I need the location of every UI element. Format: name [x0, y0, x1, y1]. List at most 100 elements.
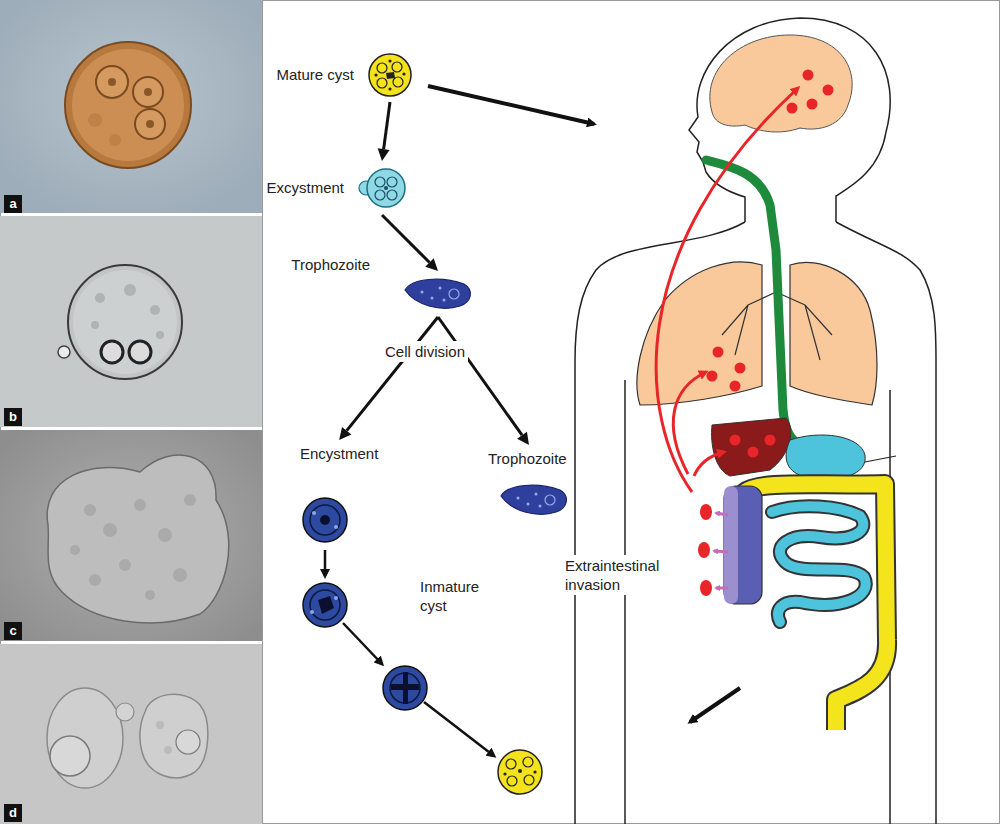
- stage-name: Excystment: [266, 179, 344, 197]
- invasion-label: Extraintestinal invasion: [562, 555, 692, 595]
- cyst-chain: [424, 702, 494, 756]
- mature-cyst-icon: [393, 77, 403, 87]
- photo-panel-a: [135, 109, 165, 139]
- cecum: [700, 504, 712, 520]
- photo-panel-d: [0, 644, 262, 824]
- arrow-line: [382, 215, 430, 263]
- flow-arrow: [378, 102, 390, 161]
- photo-panel-a: [133, 77, 163, 107]
- cyst-chain: [523, 757, 533, 767]
- brain: [710, 35, 852, 132]
- transmission-arrow: [428, 86, 740, 722]
- cyst-chain: [383, 666, 427, 710]
- cyst-chain: [310, 610, 314, 614]
- process-label: Cell division: [382, 341, 468, 362]
- flow-arrow: [438, 317, 529, 445]
- photo-panel-a: [0, 0, 262, 213]
- arrow-line: [347, 317, 438, 431]
- photo-panel-a: [72, 49, 184, 161]
- photo-panel-a: [146, 120, 154, 128]
- stage-label: Inmature cyst: [420, 577, 494, 615]
- photo-panel-a: [88, 113, 102, 127]
- brain: [787, 103, 798, 114]
- photo-panel-a: [144, 88, 152, 96]
- cyst-chain: [318, 596, 334, 614]
- trophozoite-icon: [535, 493, 538, 496]
- trophozoite-icon: [498, 482, 570, 518]
- human-body: [575, 18, 936, 824]
- cecum: [698, 486, 762, 604]
- flow-arrow: [339, 317, 438, 440]
- arrow-line: [438, 317, 522, 435]
- cyst-chain: [506, 759, 516, 769]
- photo-panel-c: [47, 455, 229, 623]
- cecum: [724, 486, 762, 604]
- stomach: [786, 435, 896, 479]
- photo-panel-b: [150, 305, 160, 315]
- photo-panel-b: [0, 216, 262, 427]
- lungs: [707, 371, 718, 382]
- trophozoite-icon: [405, 279, 470, 308]
- cyst-chain: [391, 672, 419, 704]
- photo-panel-d: [0, 644, 262, 824]
- photo-panel-c: [89, 574, 101, 586]
- trophozoite-icon: [431, 297, 434, 300]
- liver: [712, 418, 791, 476]
- invasion-arrows: [656, 88, 798, 492]
- photo-panel-c: [70, 545, 80, 555]
- cyst-chain: [524, 775, 534, 785]
- photo-panel-b: [58, 346, 70, 358]
- photo-panel-d: [164, 746, 172, 754]
- excystment-icon: [358, 166, 406, 210]
- small-intestine: [772, 506, 866, 622]
- encysting-cell-icon: [302, 497, 348, 543]
- stomach: [786, 435, 865, 479]
- human-body: [689, 18, 890, 222]
- photo-panel-a: [0, 0, 262, 213]
- cyst-chain: [303, 583, 347, 627]
- mature-cyst-icon: [374, 73, 377, 76]
- mature-cyst-icon: [388, 59, 391, 62]
- photo-panel-b: [95, 293, 105, 303]
- lungs: [790, 262, 877, 405]
- arrow-head: [517, 432, 529, 445]
- panel-letter: b: [4, 408, 22, 426]
- transmission-arrow: [690, 688, 740, 722]
- excystment-icon: [384, 186, 388, 190]
- trophozoite-icon: [439, 287, 442, 290]
- photo-panel-c: [0, 430, 262, 641]
- cyst-chain: [498, 750, 542, 794]
- invasion-arrows: [656, 88, 798, 492]
- trophozoite-icon: [539, 505, 542, 508]
- trophozoite-icon: [527, 503, 530, 506]
- cecum: [724, 486, 738, 604]
- esophagus: [706, 160, 802, 446]
- liver: [748, 447, 759, 458]
- encystment-stage: Encystment: [300, 445, 378, 543]
- cyst-chain: [343, 623, 382, 664]
- photo-panel-d: [176, 730, 200, 754]
- panel-letter: d: [4, 804, 22, 822]
- lungs: [730, 381, 741, 392]
- photo-panel-b: [124, 284, 136, 296]
- human-body: [624, 380, 626, 824]
- encysting-cell-icon: [303, 498, 347, 542]
- trophozoite-stage: Trophozoite: [488, 450, 570, 518]
- cyst-chain: [503, 772, 506, 775]
- cyst-chain: [310, 590, 340, 620]
- small-intestine: [772, 506, 866, 622]
- photo-panel-d: [47, 688, 123, 788]
- stage-icon: [498, 482, 570, 518]
- cyst-chain: [507, 776, 517, 786]
- cecum: [714, 551, 728, 552]
- excystment-icon: [387, 177, 397, 187]
- lungs: [713, 347, 724, 358]
- large-intestine: [745, 484, 887, 730]
- trophozoite-icon: [402, 276, 474, 312]
- liver: [765, 435, 776, 446]
- cyst-stage: Mature cyst: [368, 53, 412, 97]
- brain: [710, 35, 852, 132]
- cecum: [716, 587, 728, 590]
